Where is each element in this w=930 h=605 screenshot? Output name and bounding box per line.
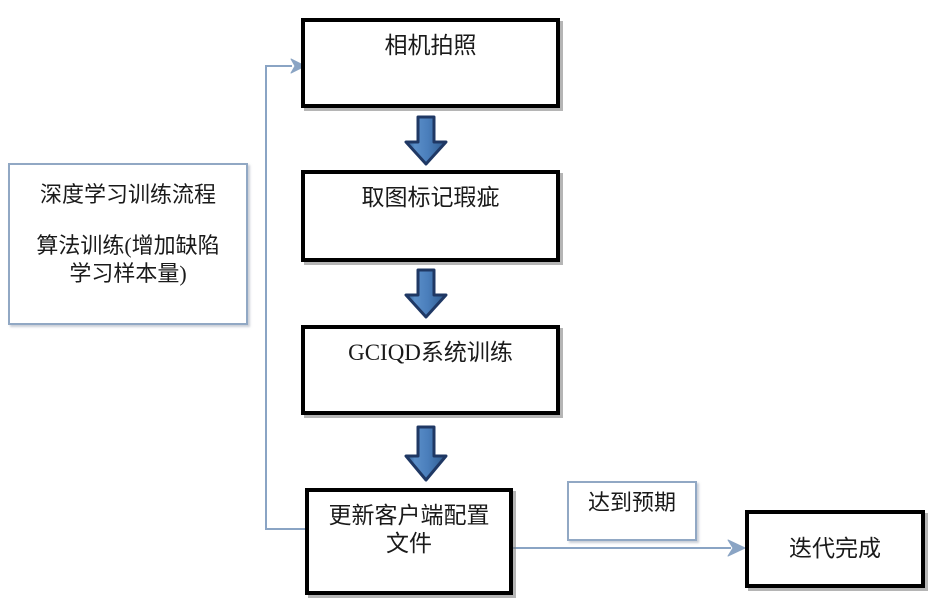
process-box-iteration-complete[interactable]: 迭代完成 xyxy=(745,510,925,588)
note-title: 深度学习训练流程 xyxy=(39,182,216,207)
process-box-camera-capture-label: 相机拍照 xyxy=(384,33,477,58)
block-arrow-down-2 xyxy=(402,268,450,320)
process-box-mark-defects[interactable]: 取图标记瑕疵 xyxy=(301,170,560,262)
note-detail: 算法训练(增加缺陷 学习样本量) xyxy=(36,232,220,287)
condition-box-label: 达到预期 xyxy=(587,490,676,515)
block-arrow-down-1 xyxy=(402,115,450,167)
training-process-note: 深度学习训练流程 算法训练(增加缺陷 学习样本量) xyxy=(8,163,248,325)
condition-box-expected-reached: 达到预期 xyxy=(567,481,697,541)
process-box-iteration-complete-label: 迭代完成 xyxy=(789,535,881,561)
process-box-update-client-config[interactable]: 更新客户端配置 文件 xyxy=(305,488,513,595)
process-box-gciqd-training[interactable]: GCIQD系统训练 xyxy=(301,325,560,415)
process-box-mark-defects-label: 取图标记瑕疵 xyxy=(361,185,500,210)
process-box-gciqd-training-label: GCIQD系统训练 xyxy=(348,340,513,365)
block-arrow-down-3 xyxy=(402,425,450,483)
process-box-update-client-config-label: 更新客户端配置 文件 xyxy=(328,503,490,557)
process-box-camera-capture[interactable]: 相机拍照 xyxy=(301,18,560,108)
